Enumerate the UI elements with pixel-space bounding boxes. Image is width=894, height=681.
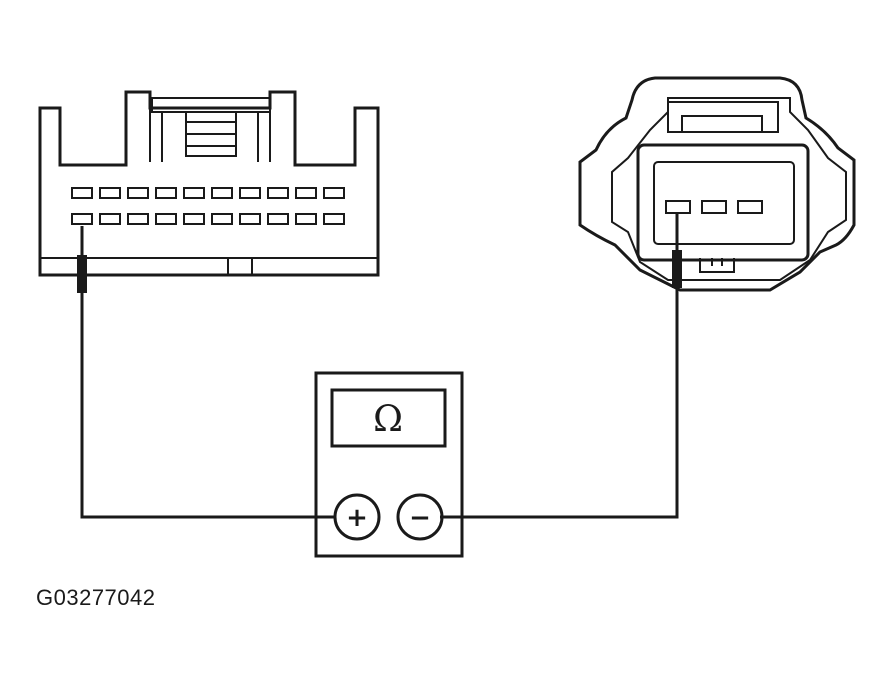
left-pin-cavity bbox=[239, 213, 261, 225]
left-pin-cavity bbox=[211, 187, 233, 199]
right-connector-pins bbox=[665, 200, 763, 214]
negative-terminal: − bbox=[396, 493, 444, 541]
left-pin-cavity bbox=[71, 213, 93, 225]
left-connector-latch bbox=[149, 97, 271, 162]
left-pin-cavity bbox=[239, 187, 261, 199]
left-connector-pins bbox=[71, 187, 345, 225]
left-connector bbox=[38, 90, 380, 293]
ohm-symbol: Ω bbox=[373, 399, 403, 440]
left-pin-cavity bbox=[323, 213, 345, 225]
left-pin-cavity bbox=[295, 187, 317, 199]
left-pin-cavity bbox=[183, 187, 205, 199]
right-connector-key bbox=[699, 258, 735, 273]
negative-terminal-label: − bbox=[409, 503, 431, 533]
negative-test-lead bbox=[440, 213, 679, 519]
ohmmeter: Ω + − bbox=[314, 371, 464, 558]
left-pin-cavity bbox=[267, 213, 289, 225]
left-pin-cavity bbox=[267, 187, 289, 199]
left-pin-cavity bbox=[183, 213, 205, 225]
positive-terminal-label: + bbox=[346, 503, 368, 533]
positive-test-lead bbox=[80, 226, 334, 519]
left-pin-cavity bbox=[295, 213, 317, 225]
left-pin-cavity bbox=[71, 187, 93, 199]
left-pin-cavity bbox=[211, 213, 233, 225]
positive-terminal: + bbox=[333, 493, 381, 541]
left-pin-cavity bbox=[155, 187, 177, 199]
left-pin-cavity bbox=[155, 213, 177, 225]
meter-body bbox=[314, 371, 464, 558]
figure-id: G03277042 bbox=[36, 585, 156, 610]
meter-display bbox=[330, 388, 447, 448]
left-pin-cavity bbox=[127, 213, 149, 225]
left-pin-cavity bbox=[323, 187, 345, 199]
right-connector bbox=[578, 76, 856, 292]
left-pin-cavity bbox=[127, 187, 149, 199]
left-pin-cavity bbox=[99, 213, 121, 225]
left-pin-cavity bbox=[99, 187, 121, 199]
